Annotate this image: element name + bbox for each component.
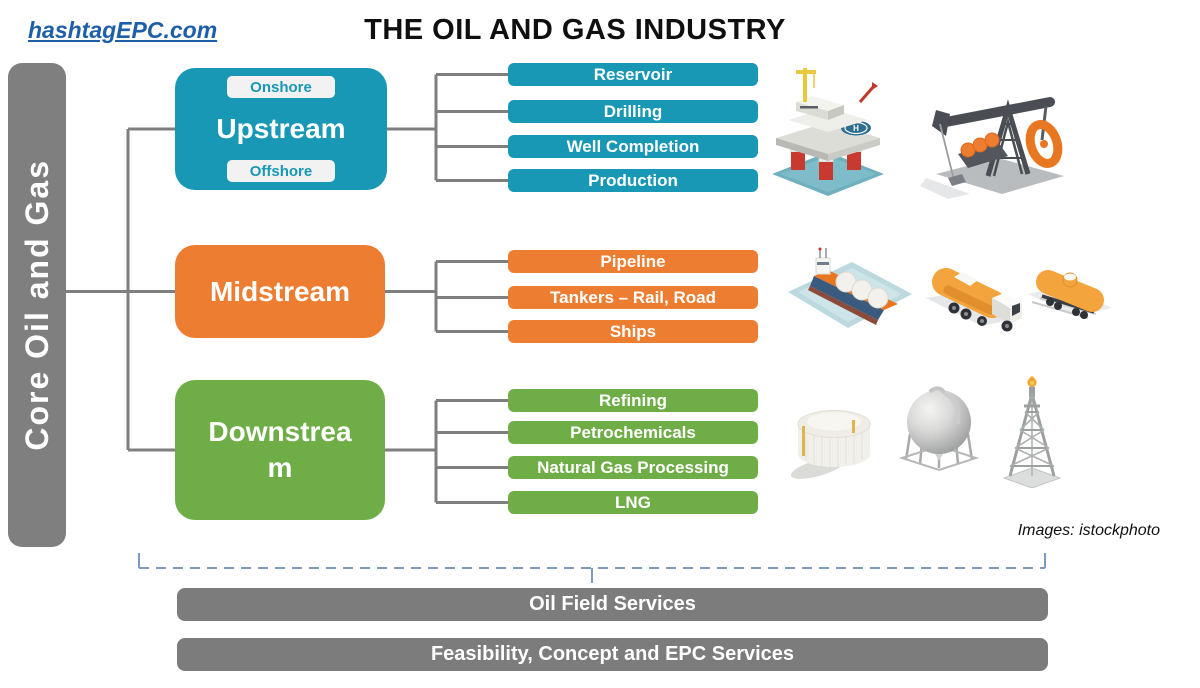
upstream-item-drilling: Drilling: [508, 100, 758, 123]
svg-text:H: H: [853, 124, 859, 133]
watermark-link[interactable]: hashtagEPC.com: [28, 17, 218, 43]
core-bar-label: Core Oil and Gas: [18, 159, 55, 451]
midstream-box: Midstream: [175, 245, 385, 338]
downstream-item-petrochemicals: Petrochemicals: [508, 421, 758, 444]
onshore-badge: Onshore: [227, 76, 335, 98]
rail-tank-car-illustration: [1028, 270, 1112, 319]
downstream-box: Downstream: [175, 380, 385, 520]
page-title: THE OIL AND GAS INDUSTRY: [364, 14, 786, 46]
upstream-item-production: Production: [508, 169, 758, 192]
pumpjack-illustration: [920, 97, 1064, 199]
downstream-label: Downstream: [208, 415, 352, 483]
oil-field-services-bar: Oil Field Services: [177, 588, 1048, 621]
downstream-item-natural-gas-processing: Natural Gas Processing: [508, 456, 758, 479]
offshore-platform-illustration: H: [772, 68, 884, 196]
downstream-item-refining: Refining: [508, 389, 758, 412]
epc-services-bar: Feasibility, Concept and EPC Services: [177, 638, 1048, 671]
spherical-gas-tank-illustration: [898, 386, 980, 472]
core-oil-and-gas-bar: Core Oil and Gas: [8, 63, 66, 547]
flare-tower-illustration: [1002, 376, 1062, 488]
upstream-item-reservoir: Reservoir: [508, 63, 758, 86]
lng-tanker-ship-illustration: [788, 247, 912, 328]
tanker-truck-illustration: [926, 268, 1022, 332]
midstream-label: Midstream: [209, 275, 351, 307]
upstream-item-well-completion: Well Completion: [508, 135, 758, 158]
upstream-box: Onshore Upstream Offshore: [175, 68, 387, 190]
image-credit: Images: istockphoto: [1017, 522, 1160, 539]
offshore-badge: Offshore: [227, 160, 335, 182]
midstream-item-ships: Ships: [508, 320, 758, 343]
oil-storage-tank-illustration: [790, 410, 871, 479]
downstream-item-lng: LNG: [508, 491, 758, 514]
upstream-label: Upstream: [216, 113, 346, 144]
midstream-item-tankers: Tankers – Rail, Road: [508, 286, 758, 309]
midstream-item-pipeline: Pipeline: [508, 250, 758, 273]
